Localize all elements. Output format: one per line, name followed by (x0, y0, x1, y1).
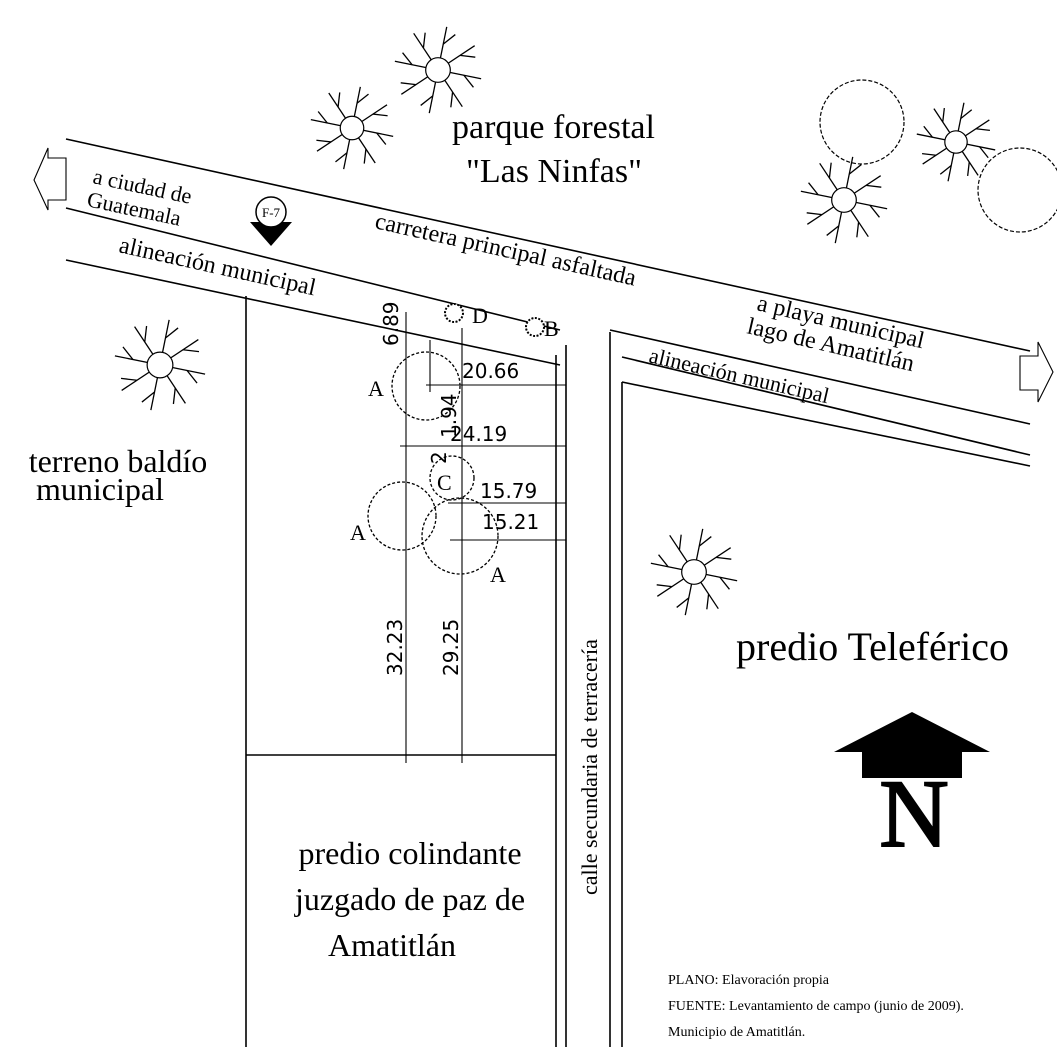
round-tree-icon (819, 79, 905, 165)
tree-a1-canopy (391, 351, 461, 421)
credits-municipality: Municipio de Amatitlán. (668, 1025, 805, 1040)
tree-d-letter: D (472, 303, 488, 328)
lot-boundaries (245, 296, 623, 1047)
north-arrow-icon: N (834, 712, 990, 868)
tree-a3-letter: A (490, 562, 506, 587)
tree-icon (114, 319, 206, 411)
tree-icon (310, 86, 394, 170)
surveyed-trees (367, 303, 545, 575)
neighbor-lot-line2: juzgado de paz de (294, 881, 525, 917)
neighbor-lot-line1: predio colindante (298, 835, 521, 871)
arrow-west-icon (33, 147, 67, 211)
dimension-value: 2 (427, 451, 451, 464)
tree-b-symbol (525, 317, 545, 337)
dimension-value: 6.89 (379, 301, 403, 346)
tree-icon (394, 26, 482, 114)
tree-icon (650, 528, 738, 616)
alignment-left-label: alineación municipal (117, 232, 319, 301)
tree-a2-letter: A (350, 520, 366, 545)
vacant-lot-line1: terreno baldío (29, 443, 208, 479)
photo-marker-label: F-7 (262, 205, 281, 220)
dimension-lines (400, 312, 566, 763)
north-letter: N (879, 760, 948, 867)
tree-b-letter: B (544, 316, 559, 341)
cablecar-lot-label: predio Teleférico (736, 624, 1009, 669)
dimension-value: 15.79 (480, 479, 537, 503)
arrow-east-icon (1019, 341, 1054, 403)
park-label-line2: "Las Ninfas" (466, 153, 642, 190)
main-road (65, 138, 1031, 467)
credits-source: FUENTE: Levantamiento de campo (junio de… (668, 999, 964, 1014)
vacant-lot-line2: municipal (36, 471, 164, 507)
neighbor-lot-line3: Amatitlán (328, 927, 456, 963)
dimension-value: 24.19 (450, 422, 507, 446)
dimension-value: 32.23 (383, 619, 407, 676)
park-label-line1: parque forestal (452, 109, 655, 146)
main-road-label: carretera principal asfaltada (373, 208, 639, 291)
tree-icon (800, 156, 888, 244)
side-street-label: calle secundaria de terracería (577, 639, 602, 895)
photo-marker-icon: F-7 (250, 196, 292, 246)
tree-icon (916, 102, 996, 182)
dimension-value: 1.94 (437, 393, 461, 438)
tree-a1-letter: A (368, 376, 384, 401)
tree-c-canopy (429, 455, 475, 501)
round-tree-icon (977, 147, 1057, 233)
tree-a3-canopy (421, 497, 499, 575)
tree-a2-canopy (367, 481, 437, 551)
dimension-value: 20.66 (462, 359, 519, 383)
credits-plan: PLANO: Elavoración propia (668, 973, 830, 988)
tree-c-letter: C (437, 470, 452, 495)
dimension-value: 29.25 (439, 619, 463, 676)
dimension-value: 15.21 (482, 510, 539, 534)
decorative-trees (114, 26, 996, 616)
tree-d-symbol (444, 303, 464, 323)
